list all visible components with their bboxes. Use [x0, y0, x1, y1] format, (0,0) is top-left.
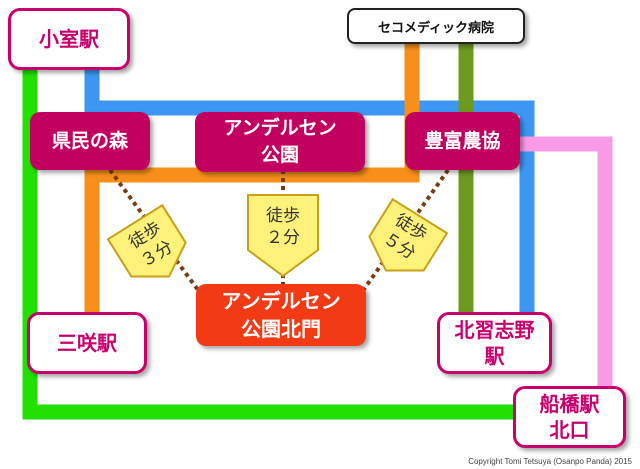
walk-tag-kenmin [106, 203, 187, 278]
orange-route-line [84, 44, 420, 318]
destination-andersen-north-gate: アンデルセン 公園北門 [196, 284, 366, 346]
green-route-line [22, 60, 522, 420]
copyright-text: Copyright Tomi Tetsuya (Osanpo Panda) 20… [468, 457, 632, 466]
bus-stop-andersen-park: アンデルセン 公園 [195, 112, 365, 172]
station-kitanarashino: 北習志野 駅 [437, 312, 552, 374]
station-misaki: 三咲駅 [27, 312, 147, 374]
walk-tag-andersen [247, 194, 319, 278]
walk-label-andersen: 徒歩 ２分 [266, 206, 300, 248]
bus-stop-houtomi-noukyou: 豊富農協 [405, 112, 520, 170]
pink-route-line [520, 136, 613, 392]
bus-stop-kenmin-no-mori: 県民の森 [30, 112, 150, 170]
walk-tag-houtomi [368, 197, 449, 272]
hospital-secomedic: セコメディック病院 [347, 8, 525, 44]
station-komuro: 小室駅 [8, 8, 130, 70]
blue-route-line [84, 62, 535, 318]
station-funabashi-kitaguchi: 船橋駅 北口 [513, 386, 626, 448]
